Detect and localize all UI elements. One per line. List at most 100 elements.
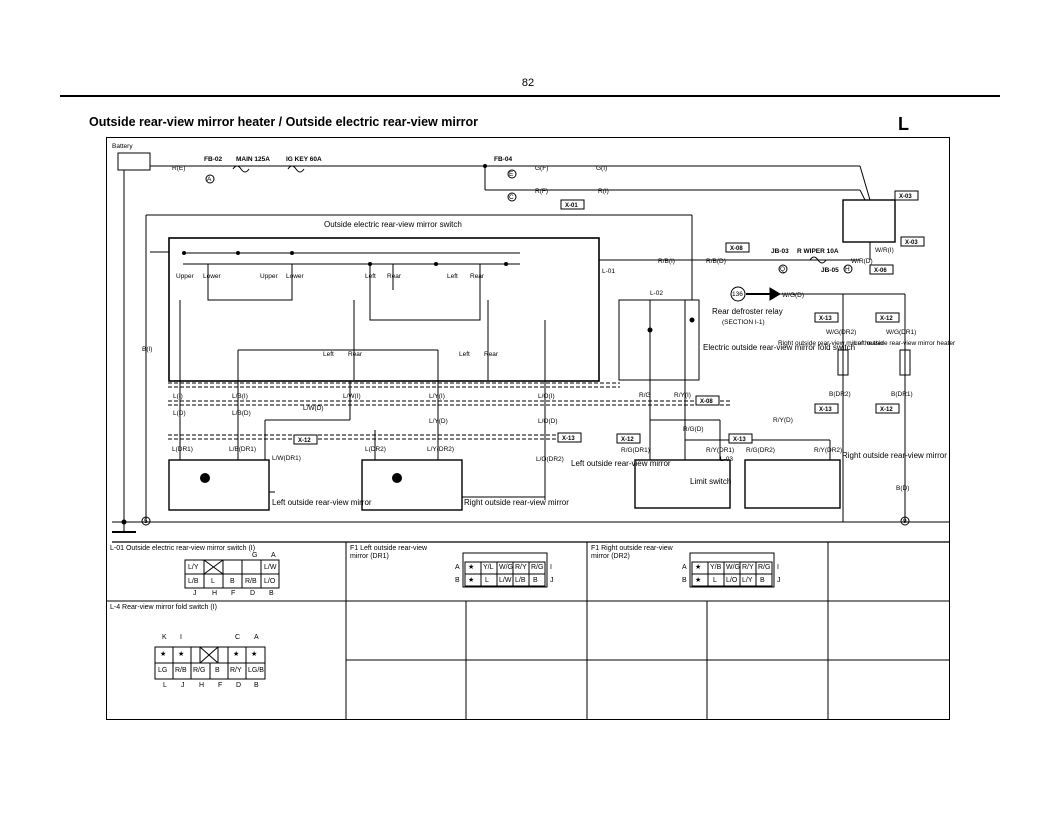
wire-label: L/Y(I) [429, 393, 445, 400]
left-fold-mirror-box [634, 459, 731, 509]
wire-label: L/O(D) [538, 418, 558, 425]
pin-letter: A [271, 552, 276, 559]
wire-label: L(DR2) [365, 446, 386, 453]
pin-cell: LG [158, 667, 168, 674]
wire-label: R/B(D) [706, 258, 726, 265]
pin-cell: R/B [175, 667, 187, 674]
pin-cell: ★ [468, 577, 475, 584]
pin-cell: ★ [233, 651, 240, 658]
pin-letter: D [250, 590, 256, 597]
pin-cell: L/B [188, 578, 199, 585]
right-fold-mirror-box [744, 459, 841, 509]
connector-tag: X-12 [298, 438, 311, 444]
pin-cell: LG/B [248, 667, 264, 674]
fuse-rwiper: R WIPER 10A [797, 248, 839, 255]
wire-label: L/W(DR1) [272, 455, 301, 462]
wire-label: G(I) [596, 165, 607, 172]
switch-label: Left [459, 351, 470, 358]
pin-cell: R/G [193, 667, 206, 674]
pin-letter: G [252, 552, 258, 559]
left-mirror-name: Left outside rear-view mirror [272, 498, 372, 507]
fold-switch-box [618, 299, 700, 381]
fuse-fb02: FB-02 [204, 156, 222, 163]
node-136: 136 [732, 291, 743, 298]
wire-label: R(F) [535, 188, 548, 195]
pin-letter: I [550, 564, 552, 571]
pin-cell: B [760, 577, 765, 584]
switch-label: Left [447, 273, 458, 280]
fuse-fb04: FB-04 [494, 156, 512, 163]
pin-cell: L/W [264, 564, 277, 571]
pin-letter: B [455, 577, 460, 584]
pin-cell: L/B [515, 577, 526, 584]
limit-switch-name: Limit switch [690, 477, 731, 486]
connector-tag: X-13 [819, 316, 832, 322]
connector-tag: X-08 [730, 246, 743, 252]
wire-label: L/Y(D) [429, 418, 448, 425]
left-heater-element [837, 349, 849, 376]
pin-cell: B [230, 578, 235, 585]
wire-label: L/B(I) [232, 393, 248, 400]
connector-view-title-4: L-4 Rear-view mirror fold switch (I) [110, 604, 217, 611]
pin-cell: Y/L [483, 564, 494, 571]
node-5: 5 [144, 518, 148, 525]
wire-label: R/Y(I) [674, 392, 691, 399]
wire-label: R/G(DR2) [746, 447, 775, 454]
connector-tag: X-03 [905, 240, 918, 246]
connector-tag: X-12 [880, 316, 893, 322]
section-letter: L [898, 114, 909, 134]
pin-letter: H [199, 682, 205, 689]
wire-label: R(I) [598, 188, 609, 195]
fuse-jb03: JB-03 [771, 248, 789, 255]
wire-label: R/Y(D) [773, 417, 793, 424]
pin-letter: I [180, 634, 182, 641]
pin-cell: L/Y [188, 564, 199, 571]
pin-cell: R/G [531, 564, 544, 571]
pin-cell: R/B [245, 578, 257, 585]
pin-letter: K [162, 634, 167, 641]
wire-label: G(F) [535, 165, 548, 172]
switch-name: Outside electric rear-view mirror switch [324, 220, 462, 229]
mirror-switch-box [168, 237, 600, 382]
wire-label: W/R(D) [851, 258, 873, 265]
right-mirror-name: Right outside rear-view mirror [464, 498, 569, 507]
wire-label: L-02 [650, 290, 663, 297]
header-rule [60, 95, 1000, 97]
right-heater-element [899, 349, 911, 376]
pin-cell: L/W [499, 577, 512, 584]
connector-tag: X-13 [562, 436, 575, 442]
wire-label: R/B(I) [658, 258, 675, 265]
pin-letter: F [231, 590, 236, 597]
wire-label: R(E) [172, 165, 185, 172]
wire-label: W/R(I) [875, 247, 894, 254]
pin-letter: A [254, 634, 259, 641]
wire-label: R/G [639, 392, 651, 399]
connector-tag: X-06 [874, 268, 887, 274]
wire-label: L/B(DR1) [229, 446, 256, 453]
wire-label: L(I) [173, 393, 183, 400]
right-heater-name: Right outside rear-view mirror heater [778, 340, 884, 347]
pin-letter: H [212, 590, 218, 597]
node-9: 9 [903, 518, 907, 525]
node-h: H [845, 266, 850, 273]
connector-tag: X-13 [733, 437, 746, 443]
connector-tag: X-08 [700, 399, 713, 405]
pin-cell: Y/B [710, 564, 722, 571]
pin-letter: J [550, 577, 554, 584]
switch-label: Rear [470, 273, 485, 280]
connector-view-title-2: F1 Left outside rear-view mirror (DR1) [350, 545, 428, 560]
pin-cell: ★ [695, 577, 702, 584]
connector-tag: X-12 [621, 437, 634, 443]
page-title: Outside rear-view mirror heater / Outsid… [89, 115, 479, 129]
wire-label: R/Y(DR2) [814, 447, 842, 454]
fold-switch-name: Electric outside rear-view mirror fold s… [703, 343, 855, 352]
pin-letter: J [777, 577, 781, 584]
pin-cell: L/O [726, 577, 738, 584]
node-a: A [207, 176, 212, 183]
connector-view-title-3: F1 Right outside rear-view mirror (DR2) [591, 545, 673, 560]
switch-label: Rear [484, 351, 499, 358]
pin-cell: W/G [499, 564, 513, 571]
wire-label: L/B(D) [232, 410, 251, 417]
pin-cell: ★ [251, 651, 258, 658]
pin-letter: B [682, 577, 687, 584]
